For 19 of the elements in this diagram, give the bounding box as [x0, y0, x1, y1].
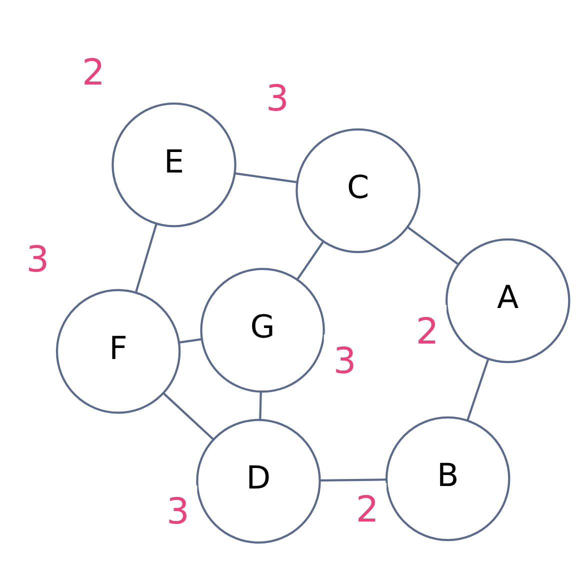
node-circle: C — [296, 128, 420, 253]
connector — [134, 223, 158, 292]
node-label: 2 — [416, 310, 439, 352]
node-circle: E — [112, 102, 236, 227]
connector — [235, 172, 298, 183]
connector — [179, 338, 202, 344]
connector — [296, 240, 324, 280]
node-label: 3 — [333, 340, 356, 382]
node-circle: F — [56, 288, 181, 414]
connector — [407, 226, 458, 264]
connector — [466, 358, 490, 420]
node-label: 2 — [356, 488, 379, 530]
connector — [259, 391, 262, 419]
node-label: 2 — [82, 52, 105, 94]
node-label: 3 — [266, 78, 289, 120]
connector — [320, 478, 386, 481]
node-label: 3 — [166, 491, 190, 532]
node-label: 3 — [26, 238, 50, 280]
connector — [162, 392, 214, 440]
